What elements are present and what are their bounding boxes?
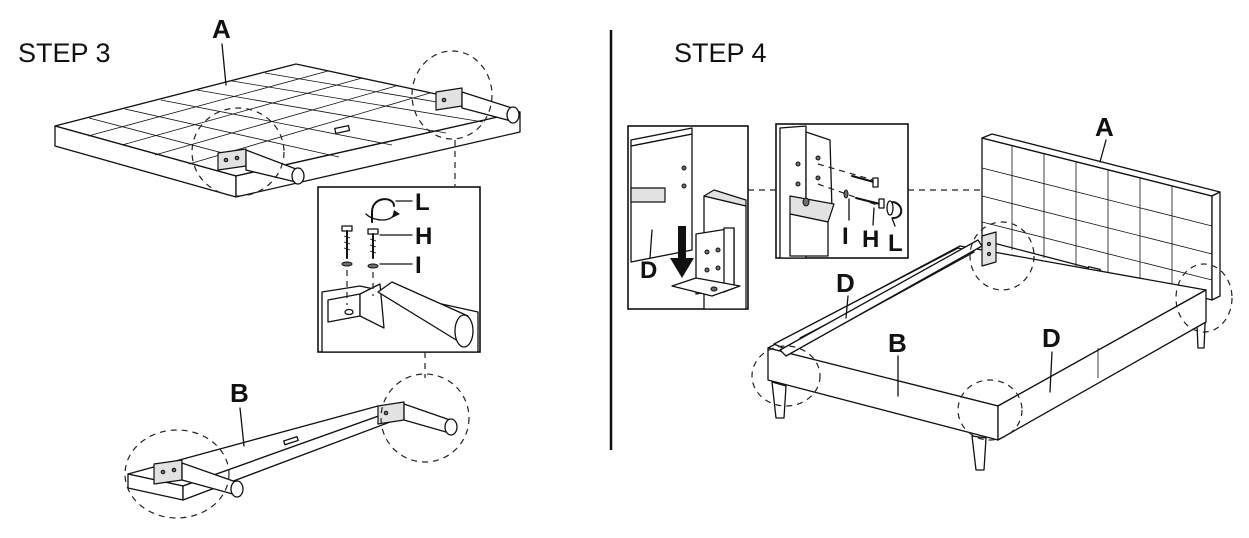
step4-title: STEP 4 [674,38,767,68]
detail-right-label-l: L [888,230,903,257]
zoom-circle [751,345,821,407]
step3-label-b: B [230,378,249,408]
step4-detail-right: I H L [775,123,909,259]
zoom-circle [124,429,230,519]
zoom-circle [957,379,1023,441]
zoom-circle [969,221,1035,291]
rotate-arrow-icon [365,198,400,223]
washer-icon [367,263,379,269]
step4-label-b: B [888,328,907,358]
step4-detail-left: D [627,125,749,310]
lock-washer-icon [892,201,903,219]
step3-title: STEP 3 [18,38,111,68]
step3-rail-b [127,401,458,501]
washer-icon [341,261,353,267]
step3-label-a: A [212,14,231,44]
step4-label-d-left: D [836,268,855,298]
zoom-circle [1175,263,1233,333]
zoom-circle [191,107,285,197]
detail-left-label-d: D [640,257,657,284]
bolt-icon [341,225,353,259]
detail-right-label-i: I [842,223,849,250]
detail-right-label-h: H [862,226,879,253]
washer-icon [843,189,849,199]
step3-headboard-a [54,63,521,198]
step4-label-a: A [1095,112,1114,142]
step4-bed-frame [767,133,1221,471]
step3-callout: L H I [317,186,481,353]
bolt-icon [851,175,885,209]
down-arrow-icon [670,226,694,278]
step4-label-d-right: D [1042,323,1061,353]
callout-label-i: I [415,252,422,279]
step3-leg-back [435,87,520,124]
bolt-icon [367,228,379,259]
zoom-circle [411,50,493,140]
callout-label-h: H [415,223,432,250]
callout-label-l: L [415,189,430,216]
step3-leg-front [217,148,305,185]
zoom-circle [380,373,470,463]
